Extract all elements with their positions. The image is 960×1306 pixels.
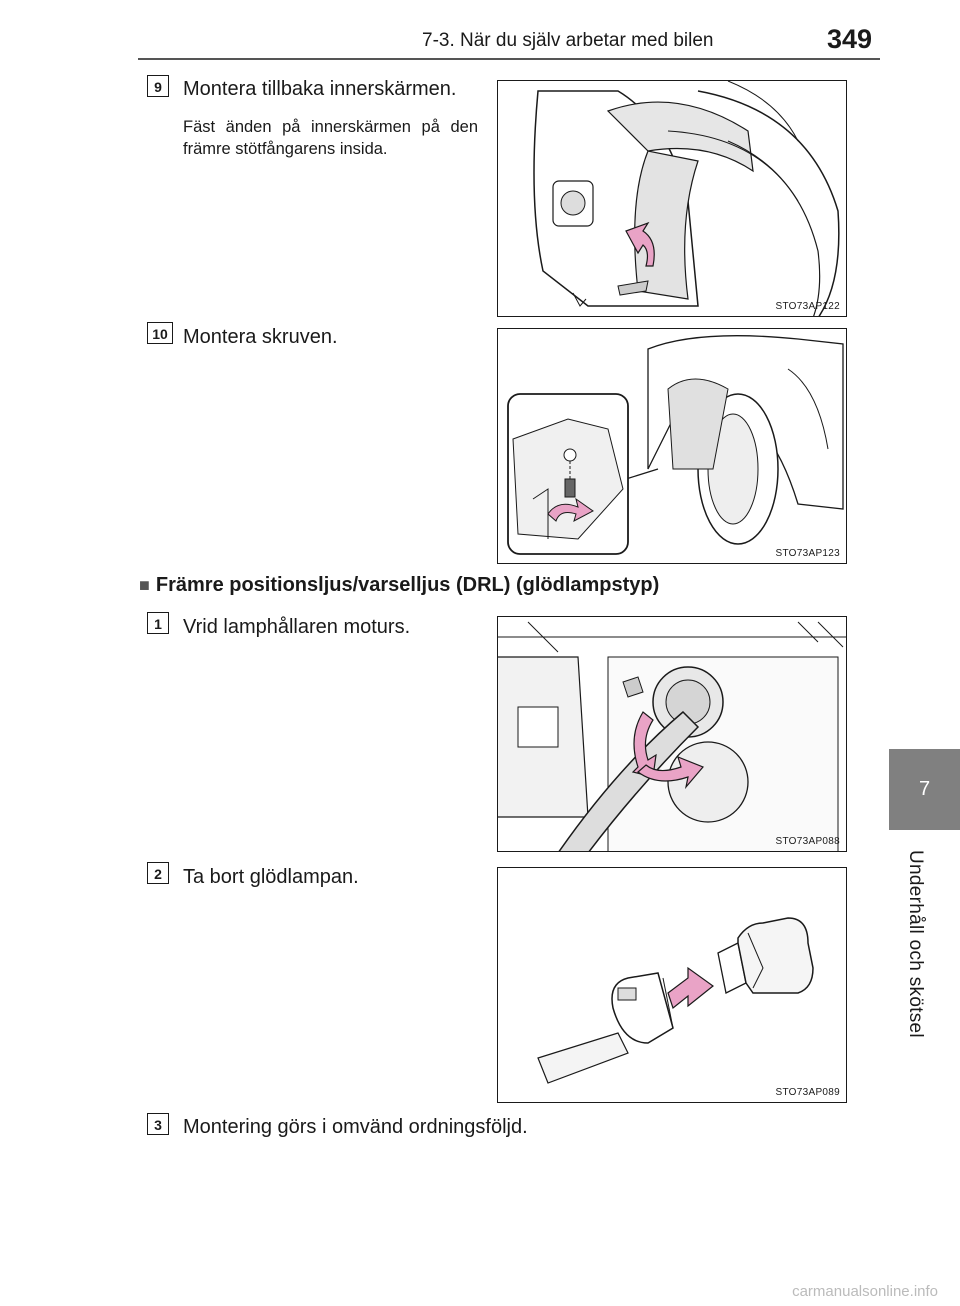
figure-inner-fender: STO73AP122: [497, 80, 847, 317]
step-title-3: Montering görs i omvänd ordningsföljd.: [183, 1116, 528, 1138]
page-number: 349: [827, 24, 873, 54]
screw-illustration: [507, 335, 844, 555]
figure-screw: STO73AP123: [497, 328, 847, 564]
chapter-tab-label: Underhåll och skötsel: [905, 850, 926, 1038]
chapter-title: 7-3. När du själv arbetar med bilen: [422, 30, 714, 51]
figure-code: STO73AP089: [775, 1087, 840, 1098]
step-description-9: Fäst änden på innerskärmen på den främre…: [183, 118, 478, 158]
chapter-tab[interactable]: 7: [889, 749, 960, 830]
figure-code: STO73AP088: [775, 836, 840, 847]
step-title-2: Ta bort glödlampan.: [183, 866, 359, 888]
step-title-9: Montera tillbaka innerskärmen.: [183, 78, 457, 100]
step-title-1: Vrid lamphållaren moturs.: [183, 616, 411, 638]
figure-code: STO73AP123: [775, 548, 840, 559]
bulb-holder-illustration: [498, 621, 846, 851]
figure-bulb-holder: STO73AP088: [497, 616, 847, 852]
step-number-9: 9: [147, 75, 169, 97]
step-title-10: Montera skruven.: [183, 326, 338, 348]
section-marker: ■: [139, 575, 150, 595]
step-number-1: 1: [147, 612, 169, 634]
step-number-2: 2: [147, 862, 169, 884]
header-divider: [138, 58, 880, 60]
figure-code: STO73AP122: [775, 301, 840, 312]
watermark: carmanualsonline.info: [792, 1283, 938, 1300]
bulb-removal-illustration: [537, 917, 814, 1084]
section-heading-text: Främre positionsljus/varselljus (DRL) (g…: [155, 574, 660, 596]
inner-fender-illustration: [533, 81, 840, 316]
step-number-3: 3: [147, 1113, 169, 1135]
figure-bulb-removal: STO73AP089: [497, 867, 847, 1103]
section-heading: ■Främre positionsljus/varselljus (DRL) (…: [139, 574, 659, 597]
step-number-10: 10: [147, 322, 173, 344]
